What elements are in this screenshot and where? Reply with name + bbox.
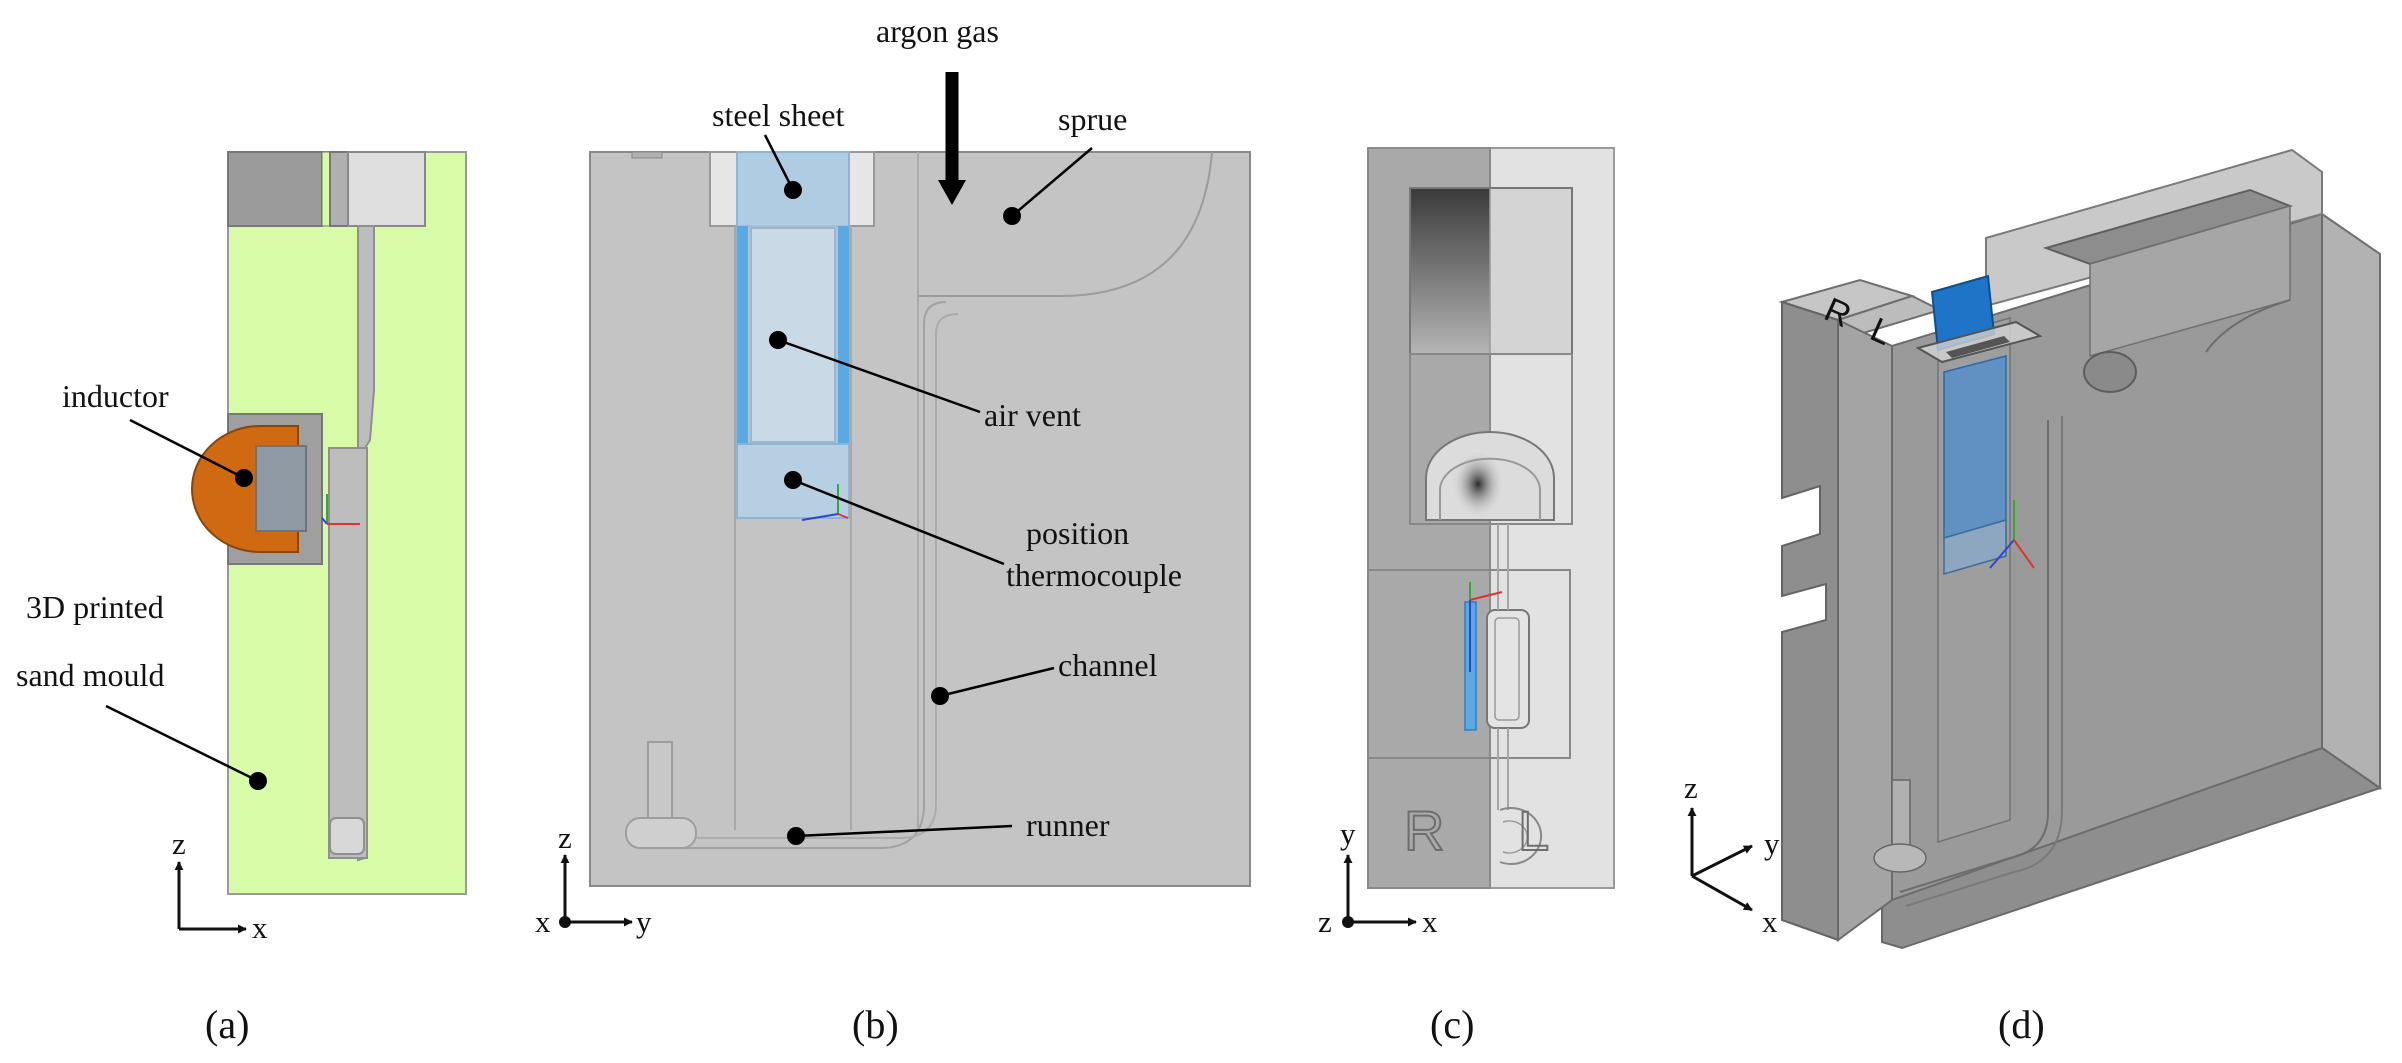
channel-b bbox=[640, 301, 947, 849]
caption-a: (a) bbox=[205, 1002, 249, 1047]
channel-label: channel bbox=[1058, 647, 1158, 683]
runner-label: runner bbox=[1026, 807, 1110, 843]
argon-label: argon gas bbox=[876, 13, 999, 49]
panel-b: argon gas steel sheet sprue air vent pos… bbox=[535, 13, 1251, 1047]
triad-a bbox=[321, 494, 360, 525]
inductor-label: inductor bbox=[62, 378, 169, 414]
mould-top-block-right bbox=[347, 151, 426, 227]
cavity-inner-c bbox=[1494, 617, 1520, 721]
left-part-side-d bbox=[1837, 318, 1893, 942]
top-light-block-c bbox=[1489, 187, 1573, 355]
sprue-leader bbox=[1011, 147, 1093, 217]
channel-d-inner bbox=[1905, 416, 2063, 907]
steel-sheet-label: steel sheet bbox=[712, 97, 845, 133]
air-vent-b bbox=[750, 227, 836, 443]
runner-ring-c-inner bbox=[1502, 820, 1529, 854]
axis-d-x: x bbox=[1762, 904, 1778, 939]
casting-bottom bbox=[329, 817, 365, 855]
steel-sheet-leader bbox=[763, 134, 795, 191]
sand-mould-dot bbox=[249, 772, 267, 790]
axis-a-z: z bbox=[172, 826, 186, 861]
axes-c: z y x bbox=[1318, 816, 1438, 939]
printed-label-line1: 3D printed bbox=[26, 589, 164, 625]
thermocouple-leader bbox=[792, 478, 1005, 566]
air-vent-leader bbox=[777, 338, 981, 414]
axis-a-x: x bbox=[252, 910, 268, 945]
top-dark-block-c bbox=[1410, 188, 1490, 354]
inductor-leader bbox=[129, 418, 245, 480]
channel-d bbox=[1899, 420, 2049, 893]
runner-leader bbox=[795, 824, 1013, 838]
cavity-c bbox=[1486, 609, 1530, 729]
mould-top-block-left bbox=[227, 151, 323, 227]
sprue-hole-d bbox=[2083, 351, 2137, 393]
axis-c-y: y bbox=[1340, 816, 1356, 851]
thermocouple-label-line1: position bbox=[1026, 515, 1129, 551]
axis-b-y: y bbox=[636, 904, 652, 939]
triad-c bbox=[1469, 582, 1503, 672]
runner-d bbox=[1873, 779, 1927, 873]
stamp-r-c: R bbox=[1404, 799, 1444, 862]
mould-top-slot bbox=[321, 151, 331, 227]
thermocouple-label-line2: thermocouple bbox=[1006, 557, 1182, 593]
sprue-inner-c bbox=[1439, 457, 1541, 520]
axis-c-z: z bbox=[1318, 904, 1332, 939]
caption-b: (b) bbox=[852, 1002, 899, 1047]
steel-sheet-lower-d bbox=[1943, 519, 2007, 575]
sprue-dot bbox=[1003, 207, 1021, 225]
axis-d-z: z bbox=[1684, 770, 1698, 805]
runner-b bbox=[625, 741, 697, 849]
mould-body-b bbox=[589, 151, 1251, 887]
triad-d bbox=[1989, 500, 2035, 569]
runner-ring-c bbox=[1499, 807, 1543, 865]
steel-sheet-edge-b-right bbox=[838, 226, 849, 444]
channel-leader bbox=[939, 666, 1055, 698]
mould-top-block-center bbox=[329, 151, 349, 227]
middle-block-c bbox=[1409, 353, 1573, 525]
sprue-curve-d bbox=[2205, 299, 2291, 353]
axis-c-x: x bbox=[1422, 904, 1438, 939]
axis-d-y: y bbox=[1764, 826, 1780, 861]
caption-d: (d) bbox=[1998, 1002, 2045, 1047]
sprue-shadow-c bbox=[1452, 450, 1504, 518]
steel-sheet-edge-b-left bbox=[737, 226, 748, 444]
axis-b-z: z bbox=[558, 820, 572, 855]
steel-sheet-dot bbox=[784, 181, 802, 199]
axes-a: z x bbox=[172, 826, 268, 945]
stamp-l-c: L bbox=[1518, 799, 1549, 862]
caption-c: (c) bbox=[1430, 1002, 1474, 1047]
inductor-core bbox=[255, 445, 307, 532]
axes-b: x z y bbox=[535, 820, 652, 939]
casting-cavity bbox=[328, 447, 368, 859]
channel-b-inner bbox=[650, 313, 959, 839]
axes-d: z y x bbox=[1684, 770, 1780, 939]
air-vent-label: air vent bbox=[984, 397, 1081, 433]
panel-d: R L z y x (d) bbox=[1684, 148, 2383, 1047]
sprue-curve-b bbox=[918, 151, 1213, 297]
sand-mould-leader bbox=[105, 704, 259, 783]
holder-slot-d bbox=[1946, 336, 2010, 358]
block-right-face-d bbox=[2321, 212, 2381, 790]
panel-a: inductor 3D printed sand mould z x (a) bbox=[16, 151, 467, 1047]
printed-label-line2: sand mould bbox=[16, 657, 164, 693]
argon-arrow-head bbox=[938, 180, 966, 205]
steel-sheet-d bbox=[1943, 355, 2007, 539]
sprue-label: sprue bbox=[1058, 101, 1127, 137]
axis-b-x: x bbox=[535, 904, 551, 939]
top-notch-b bbox=[631, 151, 663, 159]
panel-c: R L z y x (c) bbox=[1318, 147, 1615, 1047]
lower-block-c bbox=[1367, 569, 1571, 759]
left-part-front-d bbox=[1781, 300, 1839, 942]
